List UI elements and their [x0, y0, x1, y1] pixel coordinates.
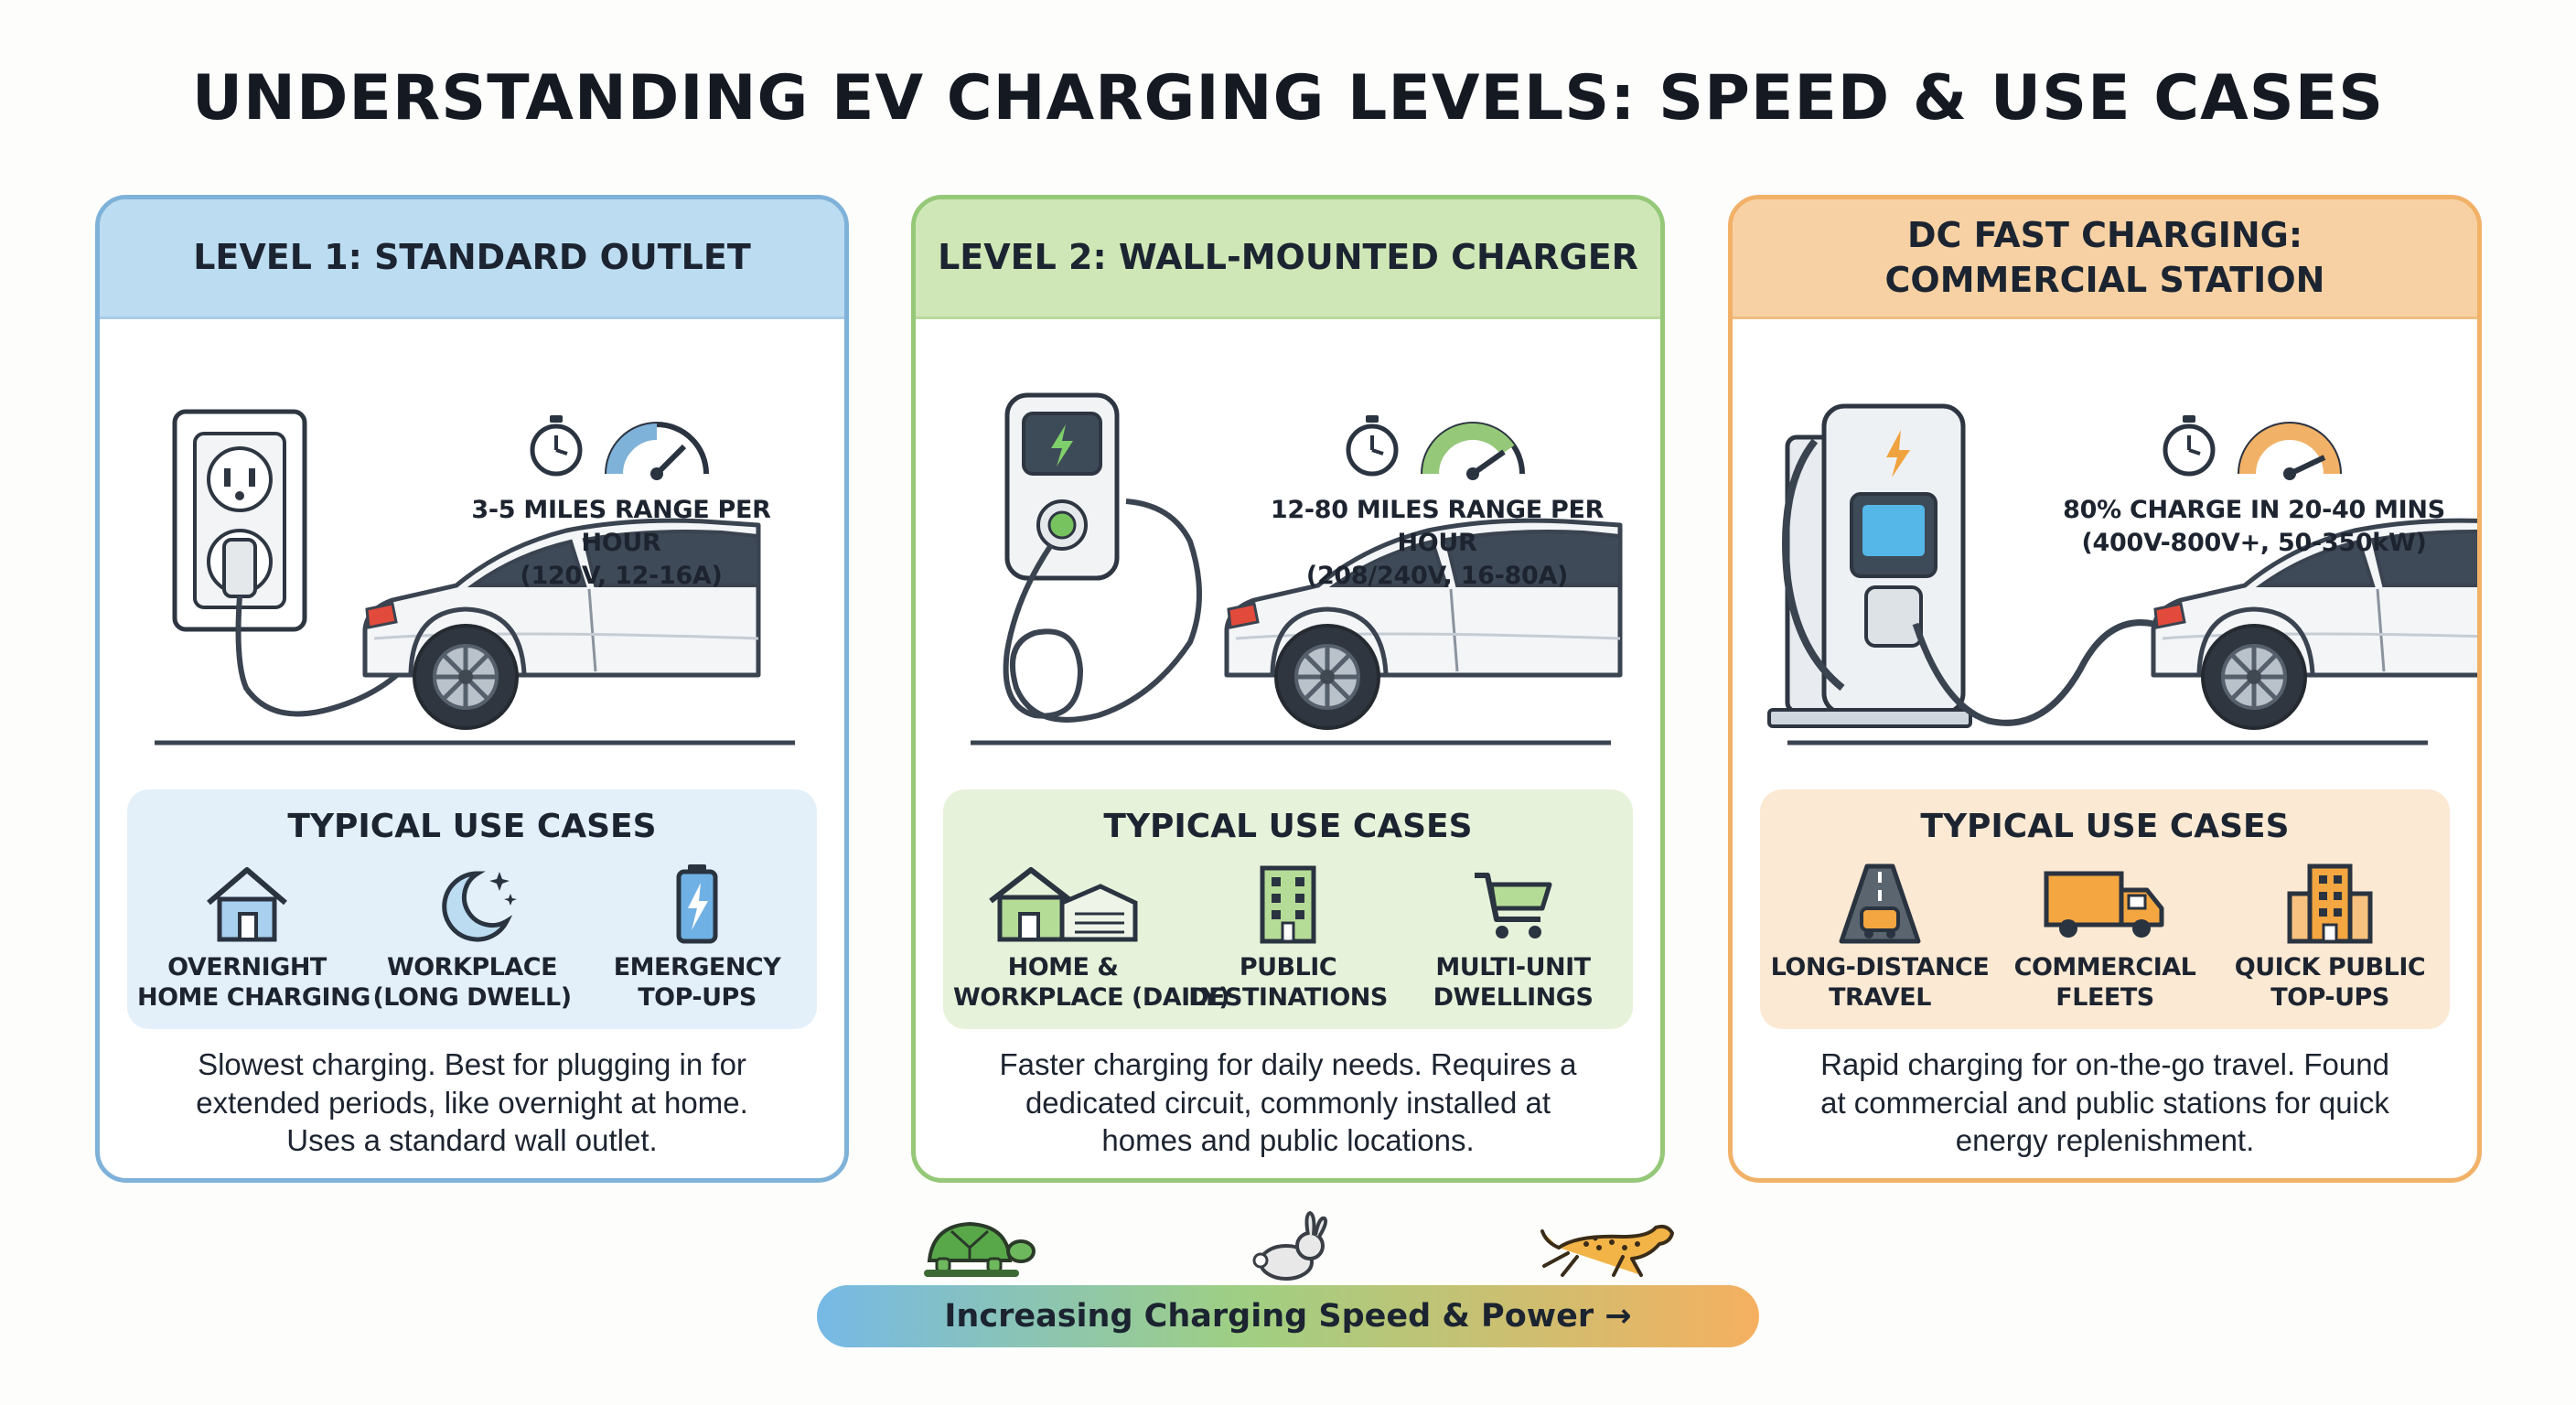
stopwatch-icon: [1345, 410, 1401, 481]
speed-animals: [0, 1198, 2576, 1281]
gauge-icon: [2238, 422, 2342, 480]
card-heading: LEVEL 1: STANDARD OUTLET: [100, 199, 844, 319]
wall-charger-icon: [1004, 392, 1120, 581]
use-cases-panel: TYPICAL USE CASES HOME &WORKPLACE (DAILY…: [943, 789, 1633, 1029]
charging-station-icon: [1767, 403, 1972, 728]
gauge-icon: [1421, 422, 1525, 480]
card-level-1: LEVEL 1: STANDARD OUTLET: [95, 195, 849, 1183]
rabbit-icon: [1252, 1210, 1328, 1281]
cheetah-icon: [1540, 1224, 1674, 1277]
speed-info: 12-80 MILES RANGE PER HOUR (208/240V, 16…: [1245, 410, 1629, 593]
use-cases-title: TYPICAL USE CASES: [1103, 808, 1473, 845]
speed-specs: (208/240V, 16-80A): [1305, 561, 1569, 590]
use-case-item: HOME &WORKPLACE (DAILY): [953, 858, 1230, 1014]
card-description: Slowest charging. Best for plugging in f…: [196, 1047, 748, 1158]
speed-power-bar: Increasing Charging Speed & Power →: [817, 1285, 1759, 1347]
turtle-icon: [924, 1221, 1036, 1277]
stopwatch-icon: [529, 410, 585, 481]
card-heading: DC FAST CHARGING: COMMERCIAL STATION: [1733, 199, 2477, 319]
speed-info: 3-5 MILES RANGE PER HOUR (120V, 12-16A): [429, 410, 813, 593]
speed-range: 80% CHARGE IN 20-40 MINS: [2063, 496, 2445, 524]
speed-range: 12-80 MILES RANGE PER HOUR: [1270, 496, 1605, 557]
speed-specs: (400V-800V+, 50-350kW): [2081, 528, 2427, 557]
wall-outlet-icon: [172, 409, 307, 632]
moon-icon: [442, 871, 517, 942]
card-level-2: LEVEL 2: WALL-MOUNTED CHARGER: [911, 195, 1665, 1183]
truck-icon: [2044, 871, 2164, 938]
card-description: Faster charging for daily needs. Require…: [999, 1047, 1577, 1158]
use-cases-title: TYPICAL USE CASES: [287, 808, 657, 845]
cart-icon: [1475, 873, 1552, 938]
level-1-illustration: [100, 322, 844, 834]
office-building-icon: [2287, 863, 2373, 944]
gauge-icon: [605, 422, 709, 480]
road-car-icon: [1839, 863, 1921, 944]
page-title: UNDERSTANDING EV CHARGING LEVELS: SPEED …: [191, 62, 2385, 134]
card-dc-fast: DC FAST CHARGING: COMMERCIAL STATION: [1728, 195, 2482, 1183]
speed-specs: (120V, 12-16A): [520, 561, 723, 590]
speed-info: 80% CHARGE IN 20-40 MINS (400V-800V+, 50…: [2062, 410, 2446, 560]
battery-icon: [676, 864, 718, 944]
card-heading: LEVEL 2: WALL-MOUNTED CHARGER: [916, 199, 1660, 319]
card-description: Rapid charging for on-the-go travel. Fou…: [1820, 1047, 2389, 1158]
speed-range: 3-5 MILES RANGE PER HOUR: [471, 496, 771, 557]
use-case-item: WORKPLACE(LONG DWELL): [362, 858, 582, 1014]
building-icon: [1260, 865, 1316, 944]
house-icon: [207, 867, 287, 942]
house-garage-icon: [989, 867, 1138, 942]
level-2-illustration: [916, 322, 1660, 834]
dc-fast-illustration: [1733, 322, 2477, 834]
use-cases-title: TYPICAL USE CASES: [1920, 808, 2290, 845]
stopwatch-icon: [2162, 410, 2218, 481]
